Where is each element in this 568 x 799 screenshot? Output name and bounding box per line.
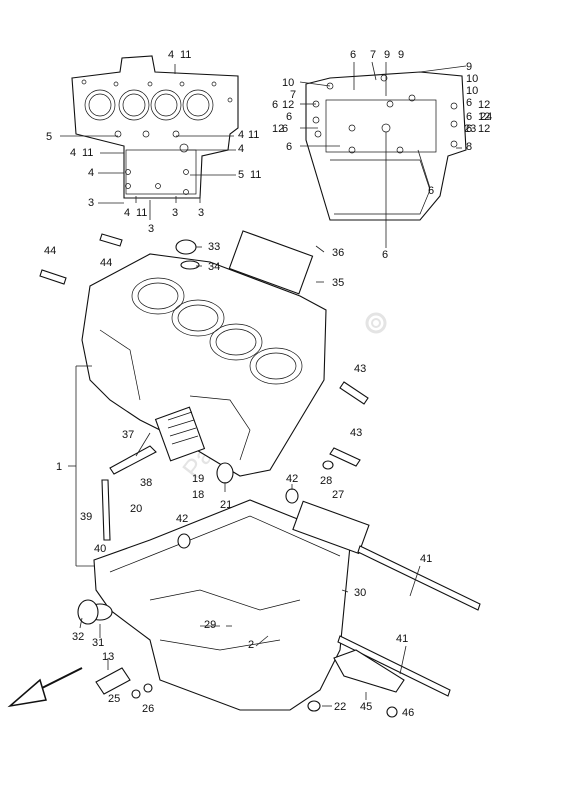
callout-label: 27 — [332, 489, 344, 501]
callout-label: 4 — [238, 143, 244, 155]
callout-label: 46 — [402, 707, 414, 719]
callout-label: 6 — [350, 49, 356, 61]
callout-label: 10 — [466, 85, 478, 97]
callout-label: 6 — [466, 111, 472, 123]
callout-label: 5 — [46, 131, 52, 143]
callout-label: 22 — [334, 701, 346, 713]
callout-label: 4 — [88, 167, 94, 179]
upper-crankcase — [81, 253, 327, 477]
callout-label: 6 — [282, 123, 288, 135]
callout-label: 34 — [208, 261, 220, 273]
callout-label: 11 — [82, 147, 93, 159]
callout-label: 44 — [44, 245, 56, 257]
callout-label: 40 — [94, 543, 106, 555]
callout-label: 23 — [464, 123, 476, 135]
callout-label: 3 — [198, 207, 204, 219]
parts — [39, 230, 481, 718]
callout-label: 11 — [248, 129, 259, 141]
callout-label: 6 — [428, 185, 434, 197]
callout-label: 3 — [172, 207, 178, 219]
callout-label: 10 — [466, 73, 478, 85]
callout-label: 11 — [250, 169, 261, 181]
callout-label: 4 — [70, 147, 76, 159]
callout-label: 9 — [398, 49, 404, 61]
callout-label: 39 — [80, 511, 92, 523]
callout-label: 6 — [286, 111, 292, 123]
callout-label: 2 — [248, 639, 254, 651]
watermark-gear-icon — [365, 312, 387, 334]
callout-label: 10 — [282, 77, 294, 89]
callout-label: 35 — [332, 277, 344, 289]
callout-label: 42 — [286, 473, 298, 485]
callout-label: 5 — [238, 169, 244, 181]
callout-label: 28 — [320, 475, 332, 487]
callout-label: 29 — [204, 619, 216, 631]
callout-label: 24 — [480, 111, 492, 123]
callout-label: 41 — [420, 553, 432, 565]
callout-label: 3 — [148, 223, 154, 235]
callout-label: 21 — [220, 499, 232, 511]
callout-label: 12 — [478, 111, 490, 123]
callout-label: 32 — [72, 631, 84, 643]
leader-lines — [60, 61, 467, 707]
front-direction-arrow-icon — [7, 667, 83, 708]
callout-label: 9 — [466, 61, 472, 73]
callout-label: 30 — [354, 587, 366, 599]
callout-label: 6 — [382, 249, 388, 261]
callout-label: 6 — [466, 97, 472, 109]
callout-label: 1 — [56, 461, 62, 473]
callout-label: 42 — [176, 513, 188, 525]
callout-label: 25 — [108, 693, 120, 705]
callout-label: 44 — [100, 257, 112, 269]
callout-label: 43 — [350, 427, 362, 439]
callout-label: 8 — [466, 141, 472, 153]
callout-label: 37 — [122, 429, 134, 441]
callout-label: 7 — [370, 49, 376, 61]
callout-label: 4 — [238, 129, 244, 141]
callout-label: 26 — [142, 703, 154, 715]
callout-labels: 4 11 5 4 11 4 4 11 4 5 11 3 4 11 3 3 3 6… — [44, 49, 492, 719]
callout-label: 18 — [192, 489, 204, 501]
callout-label: 43 — [354, 363, 366, 375]
callout-label: 7 — [290, 89, 296, 101]
callout-label: 45 — [360, 701, 372, 713]
callout-label: 6 — [286, 141, 292, 153]
callout-label: 4 — [124, 207, 130, 219]
callout-label: 4 — [168, 49, 174, 61]
callout-label: 6 — [466, 123, 472, 135]
callout-label: 11 — [180, 49, 191, 61]
lower-crankcase — [93, 499, 370, 711]
callout-label: 38 — [140, 477, 152, 489]
callout-label: 36 — [332, 247, 344, 259]
callout-label: 20 — [130, 503, 142, 515]
callout-label: 33 — [208, 241, 220, 253]
callout-label: 41 — [396, 633, 408, 645]
upper-crankcase-top-view — [71, 55, 239, 199]
callout-label: 13 — [102, 651, 114, 663]
callout-label: 12 — [282, 99, 294, 111]
callout-label: 11 — [136, 207, 147, 219]
callout-label: 9 — [384, 49, 390, 61]
callout-label: 19 — [192, 473, 204, 485]
callout-label: 3 — [88, 197, 94, 209]
callout-label: 12 — [272, 123, 284, 135]
callout-label: 6 — [272, 99, 278, 111]
callout-label: 12 — [478, 99, 490, 111]
callout-label: 31 — [92, 637, 104, 649]
callout-label: 12 — [478, 123, 490, 135]
